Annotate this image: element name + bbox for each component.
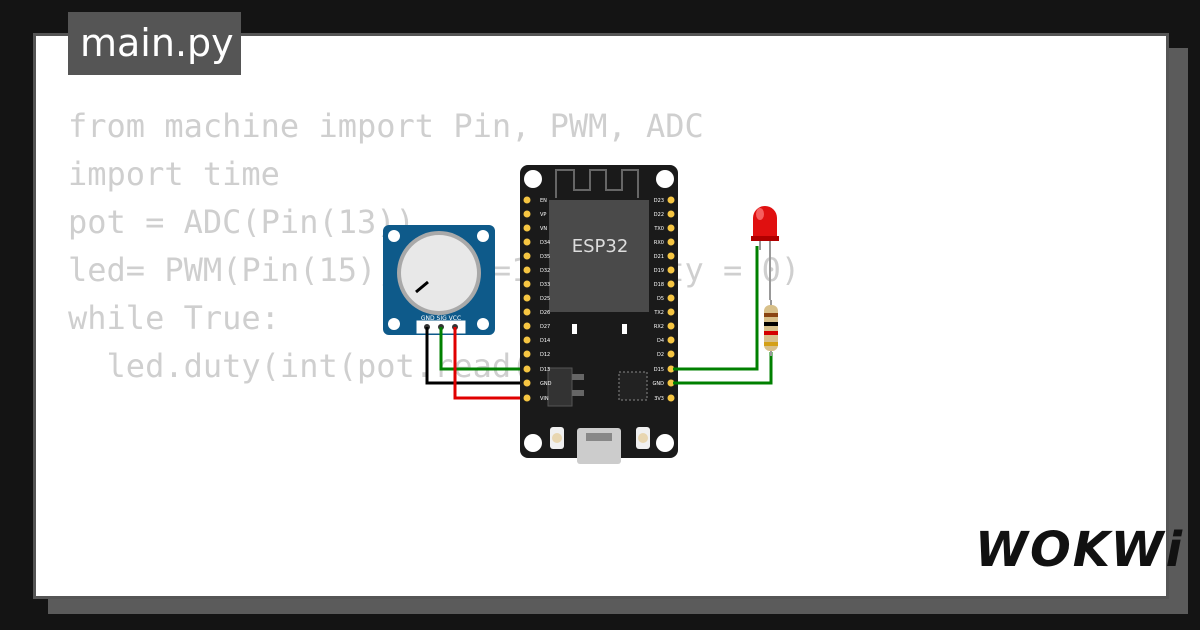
svg-text:D12: D12 [540, 352, 550, 358]
resistor-wire [673, 352, 773, 385]
svg-text:D19: D19 [654, 268, 664, 274]
code-line: pot = ADC(Pin(13)) [68, 203, 415, 241]
esp32-board[interactable]: ESP32 [520, 165, 678, 464]
code-line: while True: [68, 299, 280, 337]
svg-text:3V3: 3V3 [654, 396, 664, 402]
svg-text:RX0: RX0 [654, 240, 664, 246]
signal-wire [439, 327, 525, 371]
svg-text:D26: D26 [540, 310, 550, 316]
led-anode-wire [673, 246, 759, 371]
filename-tab[interactable]: main.py [68, 12, 241, 75]
resistor[interactable] [764, 300, 778, 356]
red-led[interactable] [751, 206, 779, 300]
svg-text:D34: D34 [540, 240, 550, 246]
svg-text:D32: D32 [540, 268, 550, 274]
esp32-right-pins: D23 D22 TX0 RX0 D21 D19 D18 D5 TX2 RX2 D… [653, 196, 675, 402]
svg-text:D4: D4 [657, 338, 664, 344]
svg-text:D21: D21 [654, 254, 664, 260]
svg-text:RX2: RX2 [654, 324, 664, 330]
svg-text:D2: D2 [657, 352, 664, 358]
svg-text:D14: D14 [540, 338, 550, 344]
svg-text:D25: D25 [540, 296, 550, 302]
svg-text:EN: EN [540, 198, 547, 204]
svg-text:D23: D23 [654, 198, 664, 204]
svg-text:VP: VP [540, 212, 546, 218]
svg-text:D22: D22 [654, 212, 664, 218]
svg-text:D18: D18 [654, 282, 664, 288]
led-wires [673, 246, 773, 385]
svg-text:VIN: VIN [540, 396, 549, 402]
gnd-wire [425, 327, 525, 385]
code-line: from machine import Pin, PWM, ADC [68, 107, 704, 145]
svg-text:D15: D15 [654, 367, 664, 373]
chip-label: ESP32 [572, 236, 629, 257]
svg-text:GND: GND [653, 381, 665, 387]
wokwi-logo: WOKWi [975, 522, 1185, 578]
svg-text:D13: D13 [540, 367, 550, 373]
svg-text:VN: VN [540, 226, 547, 232]
svg-text:D33: D33 [540, 282, 550, 288]
svg-text:TX2: TX2 [653, 310, 664, 316]
pot-pin-labels: GND SIG VCC [421, 315, 461, 322]
code-line: import time [68, 155, 280, 193]
svg-text:D5: D5 [657, 296, 664, 302]
potentiometer[interactable]: GND SIG VCC [383, 225, 495, 335]
svg-text:D35: D35 [540, 254, 550, 260]
svg-text:TX0: TX0 [653, 226, 664, 232]
svg-text:GND: GND [540, 381, 552, 387]
pot-wires [425, 327, 525, 400]
esp32-left-pins: EN VP VN D34 D35 D32 D33 D25 D26 D27 D14… [523, 196, 552, 402]
vcc-wire [453, 327, 525, 400]
knob-indicator [415, 280, 429, 294]
svg-text:D27: D27 [540, 324, 550, 330]
